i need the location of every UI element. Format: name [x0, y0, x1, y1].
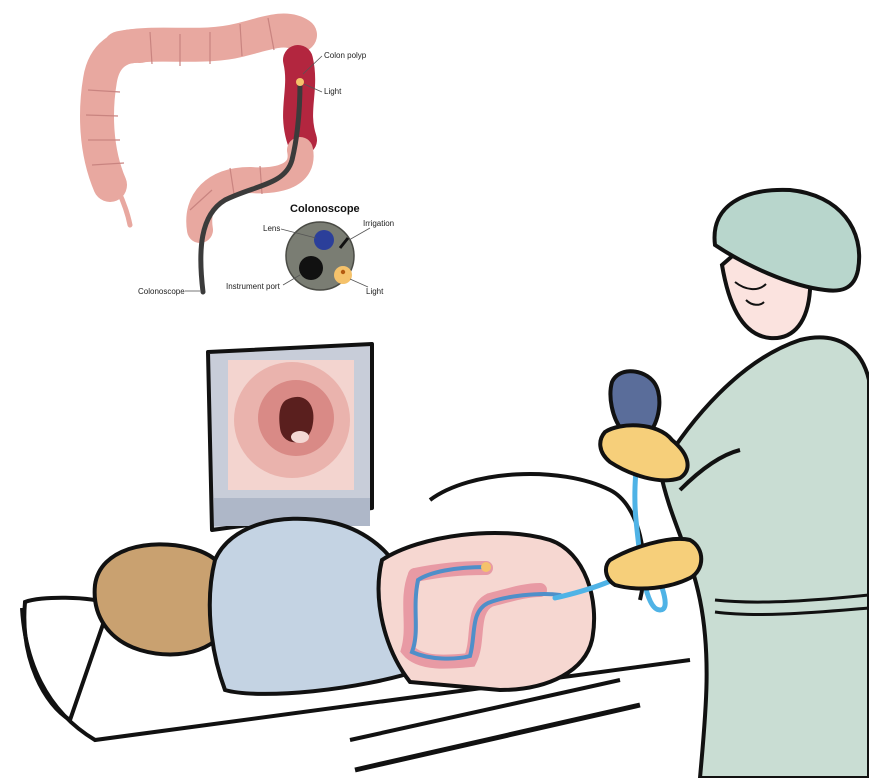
label-irrigation: Irrigation	[363, 219, 394, 228]
label-light-tip: Light	[366, 287, 384, 296]
label-instrument-port: Instrument port	[226, 282, 281, 291]
bed-outline	[24, 598, 110, 720]
lens	[314, 230, 334, 250]
tip-light	[334, 266, 352, 284]
patient	[95, 519, 594, 694]
tip-title: Colonoscope	[290, 203, 360, 215]
endoscopy-monitor	[208, 344, 372, 530]
scope-handle	[610, 371, 659, 432]
internal-scope-light	[481, 562, 491, 572]
label-light-top: Light	[324, 87, 342, 96]
label-lens: Lens	[263, 224, 280, 233]
instrument-port	[299, 256, 323, 280]
appendix	[118, 190, 130, 225]
glove-upper	[600, 425, 687, 480]
scope-light-spot	[296, 78, 304, 86]
doctor	[600, 190, 869, 778]
polyp-view	[291, 431, 309, 443]
label-colonoscope: Colonoscope	[138, 287, 185, 296]
scope-tip-diagram: Colonoscope Lens Irrigation Instrument p…	[226, 203, 394, 296]
label-colon-polyp: Colon polyp	[324, 51, 367, 60]
